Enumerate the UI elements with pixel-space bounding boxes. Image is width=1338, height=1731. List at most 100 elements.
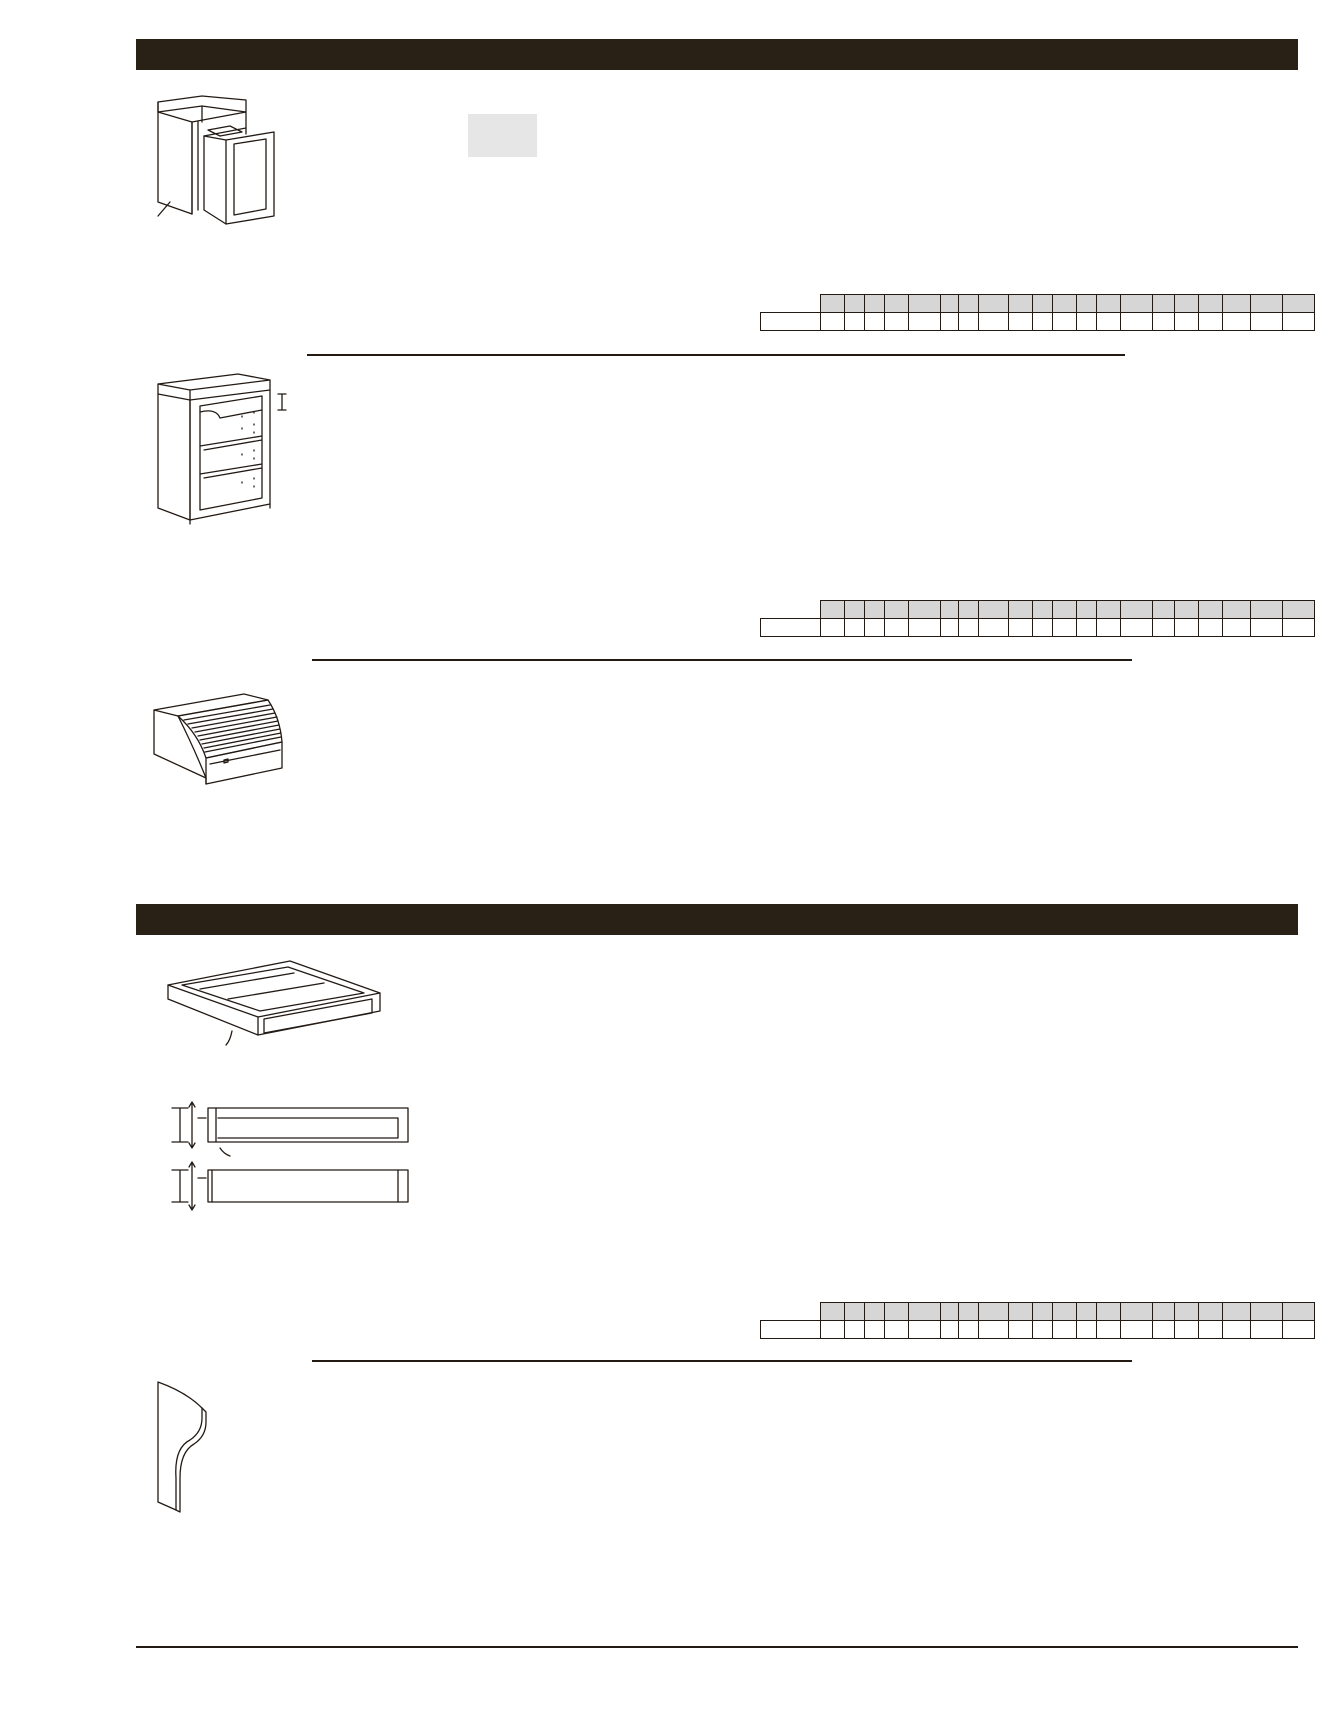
price-cell xyxy=(1222,618,1251,637)
price-table-header-row xyxy=(761,600,1315,619)
column-header-cell xyxy=(1174,1302,1199,1321)
price-cell xyxy=(1052,312,1077,331)
price-cell xyxy=(884,312,909,331)
price-cell xyxy=(1076,312,1097,331)
column-header-cell xyxy=(1120,294,1153,313)
price-cell xyxy=(1152,312,1175,331)
price-cell xyxy=(1282,312,1315,331)
price-cell xyxy=(1198,618,1223,637)
price-cell xyxy=(864,1320,885,1339)
price-cell xyxy=(908,1320,941,1339)
price-cell xyxy=(908,618,941,637)
column-header-cell xyxy=(1282,1302,1315,1321)
price-cell xyxy=(1198,1320,1223,1339)
price-cell xyxy=(1250,618,1283,637)
column-header-cell xyxy=(844,600,865,619)
price-cell xyxy=(978,618,1009,637)
price-cell xyxy=(820,312,845,331)
open-shelf-cabinet-illustration xyxy=(157,373,287,525)
price-cell xyxy=(820,1320,845,1339)
column-header-cell xyxy=(844,1302,865,1321)
column-header-cell xyxy=(820,600,845,619)
price-cell xyxy=(1282,618,1315,637)
column-header-cell xyxy=(1198,294,1223,313)
column-header-cell xyxy=(1152,294,1175,313)
header-spacer-cell xyxy=(761,295,821,313)
column-header-cell xyxy=(1282,600,1315,619)
price-cell xyxy=(978,312,1009,331)
price-cell xyxy=(1120,618,1153,637)
column-header-cell xyxy=(864,294,885,313)
column-header-cell xyxy=(1032,1302,1053,1321)
appliance-garage-illustration xyxy=(153,693,283,785)
price-cell xyxy=(844,1320,865,1339)
price-cell xyxy=(940,618,959,637)
price-cell xyxy=(958,1320,979,1339)
column-header-cell xyxy=(940,600,959,619)
section-header-band-1 xyxy=(136,39,1298,70)
row-label-cell xyxy=(760,312,821,331)
product-divider-1 xyxy=(307,354,1125,356)
column-header-cell xyxy=(978,600,1009,619)
column-header-cell xyxy=(1052,600,1077,619)
product-divider-3 xyxy=(312,1360,1132,1362)
price-cell xyxy=(1174,1320,1199,1339)
column-header-cell xyxy=(1222,294,1251,313)
price-cell xyxy=(940,1320,959,1339)
column-header-cell xyxy=(1008,600,1033,619)
price-table-2 xyxy=(760,600,1315,637)
row-label-cell xyxy=(760,1320,821,1339)
price-cell xyxy=(1096,618,1121,637)
column-header-cell xyxy=(1250,1302,1283,1321)
column-header-cell xyxy=(958,1302,979,1321)
column-header-cell xyxy=(1008,294,1033,313)
header-spacer-cell xyxy=(761,601,821,619)
column-header-cell xyxy=(1096,294,1121,313)
column-header-cell xyxy=(1096,1302,1121,1321)
footer-rule xyxy=(136,1646,1298,1648)
price-table-value-row xyxy=(760,312,1315,331)
column-header-cell xyxy=(1008,1302,1033,1321)
header-spacer-cell xyxy=(761,1303,821,1321)
price-cell xyxy=(864,618,885,637)
price-cell xyxy=(1032,618,1053,637)
column-header-cell xyxy=(1152,600,1175,619)
price-cell xyxy=(940,312,959,331)
column-header-cell xyxy=(1198,600,1223,619)
price-cell xyxy=(884,618,909,637)
price-cell xyxy=(820,618,845,637)
price-table-value-row xyxy=(760,1320,1315,1339)
price-cell xyxy=(958,618,979,637)
column-header-cell xyxy=(864,1302,885,1321)
column-header-cell xyxy=(978,1302,1009,1321)
column-header-cell xyxy=(1032,294,1053,313)
column-header-cell xyxy=(1120,1302,1153,1321)
column-header-cell xyxy=(844,294,865,313)
column-header-cell xyxy=(958,600,979,619)
price-cell xyxy=(844,618,865,637)
price-cell xyxy=(1096,312,1121,331)
price-cell xyxy=(1152,618,1175,637)
price-cell xyxy=(1152,1320,1175,1339)
price-cell xyxy=(1032,1320,1053,1339)
price-table-header-row xyxy=(761,294,1315,313)
column-header-cell xyxy=(1052,1302,1077,1321)
product-divider-2 xyxy=(312,659,1132,661)
price-cell xyxy=(1250,312,1283,331)
price-cell xyxy=(1222,1320,1251,1339)
column-header-cell xyxy=(884,600,909,619)
price-cell xyxy=(884,1320,909,1339)
price-cell xyxy=(1032,312,1053,331)
highlight-box xyxy=(468,114,537,157)
column-header-cell xyxy=(1174,600,1199,619)
price-cell xyxy=(1076,1320,1097,1339)
price-cell xyxy=(1282,1320,1315,1339)
column-header-cell xyxy=(884,1302,909,1321)
price-cell xyxy=(1008,1320,1033,1339)
price-cell xyxy=(1076,618,1097,637)
column-header-cell xyxy=(820,1302,845,1321)
price-cell xyxy=(1198,312,1223,331)
price-cell xyxy=(1096,1320,1121,1339)
price-table-header-row xyxy=(761,1302,1315,1321)
price-cell xyxy=(1120,1320,1153,1339)
